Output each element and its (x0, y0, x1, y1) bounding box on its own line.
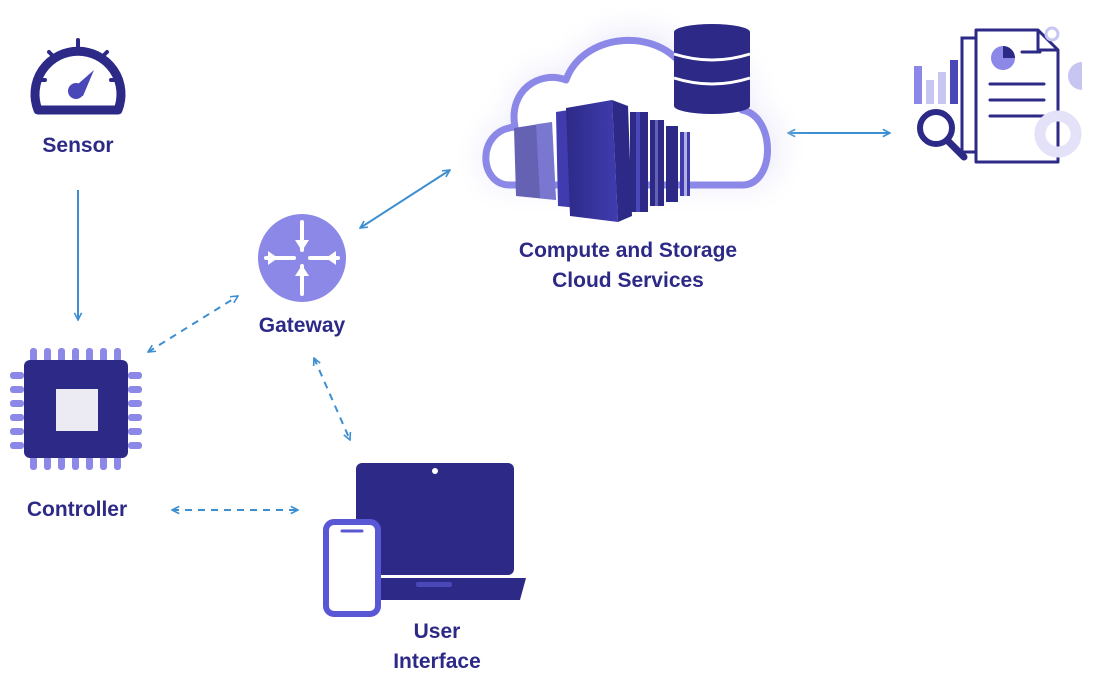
cloud-label: Compute and Storage Cloud Services (488, 236, 768, 296)
controller-label-text: Controller (26, 498, 128, 521)
chip-icon (10, 348, 142, 470)
database-icon (673, 24, 751, 114)
connections (78, 133, 890, 510)
gateway-label: Gateway (237, 311, 367, 341)
sensor-label-text: Sensor (42, 134, 114, 157)
user-interface-label-line1: User (413, 620, 461, 643)
arrow-gateway-userinterface (314, 358, 350, 440)
arrow-gateway-cloud (360, 170, 450, 228)
user-interface-label: User Interface (367, 617, 507, 677)
laptop-phone-icon (323, 463, 526, 617)
sensor-label: Sensor (18, 131, 138, 161)
report-analytics-icon (914, 26, 1082, 164)
cloud-label-line1: Compute and Storage (518, 239, 738, 262)
gauge-icon (30, 38, 126, 115)
cloud-label-line2: Cloud Services (552, 269, 704, 292)
arrow-controller-gateway (148, 296, 238, 352)
router-icon (258, 214, 346, 302)
cloud-servers-icon (480, 24, 781, 222)
gateway-label-text: Gateway (258, 314, 346, 337)
user-interface-label-line2: Interface (393, 650, 481, 673)
controller-label: Controller (2, 495, 152, 525)
server-rack-icon (514, 100, 690, 222)
